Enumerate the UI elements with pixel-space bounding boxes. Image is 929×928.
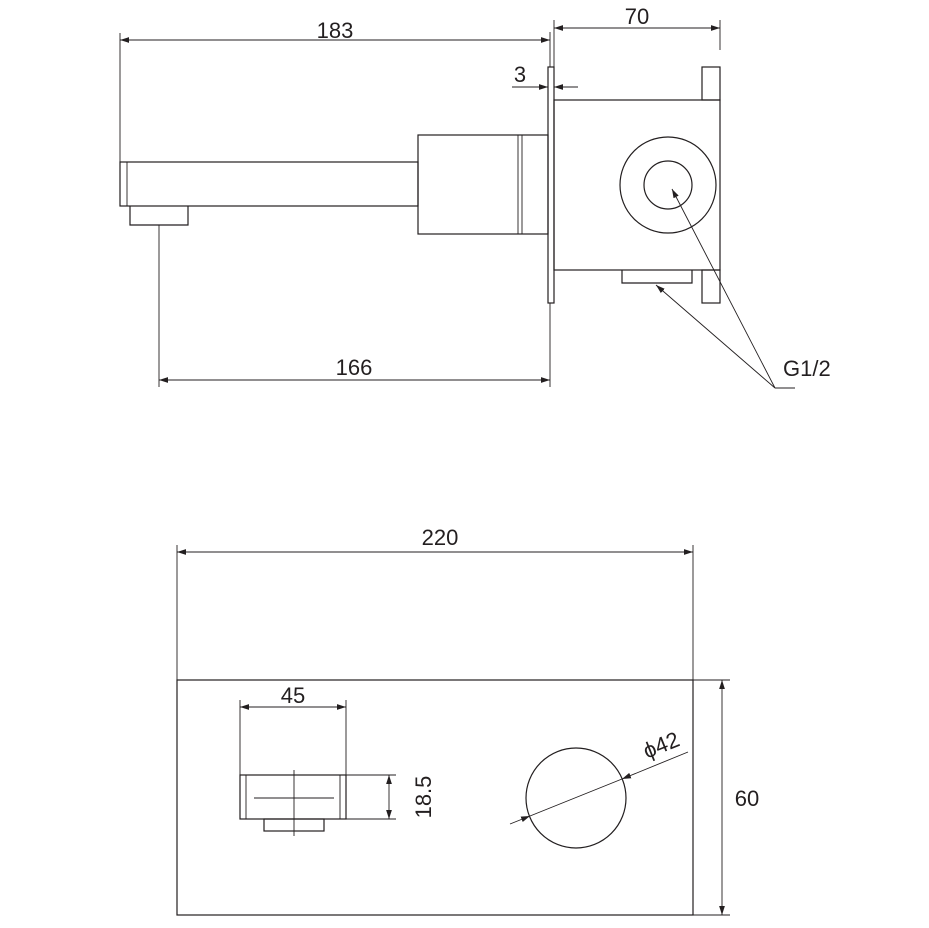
dimension-diameter-42: ϕ42	[509, 727, 689, 825]
dim-plate-thickness-label: 3	[514, 62, 526, 87]
dim-outlet-distance-label: 166	[336, 355, 373, 380]
dim-body-depth-label: 70	[625, 4, 649, 29]
handle-front	[525, 747, 627, 849]
spout-body-block	[417, 134, 549, 235]
dimension-166: 166	[158, 225, 551, 387]
dim-spout-width-label: 45	[281, 683, 305, 708]
front-view: 220 60 45 18.5 ϕ42	[176, 525, 759, 916]
concealed-body	[553, 66, 721, 304]
dimension-45: 45	[239, 683, 347, 775]
dimension-183: 183	[119, 18, 551, 162]
dimension-60: 60	[693, 679, 759, 916]
spout-side	[119, 161, 419, 226]
dim-spout-length-label: 183	[317, 18, 354, 43]
wall-plate-front	[176, 679, 694, 916]
side-view: 183 70 3 166 G1/2	[119, 4, 831, 389]
dimension-3: 3	[512, 62, 578, 90]
dimension-70: 70	[553, 4, 721, 67]
spout-front	[239, 770, 347, 836]
dimension-220: 220	[176, 525, 694, 680]
dim-plate-width-label: 220	[422, 525, 459, 550]
dim-spout-height-label: 18.5	[411, 776, 436, 819]
wall-plate-side	[547, 66, 555, 304]
dim-handle-diameter-label: ϕ42	[639, 727, 682, 764]
dim-plate-height-label: 60	[735, 786, 759, 811]
dimension-18-5: 18.5	[346, 774, 436, 820]
thread-callout: G1/2	[655, 188, 831, 389]
thread-label: G1/2	[783, 356, 831, 381]
